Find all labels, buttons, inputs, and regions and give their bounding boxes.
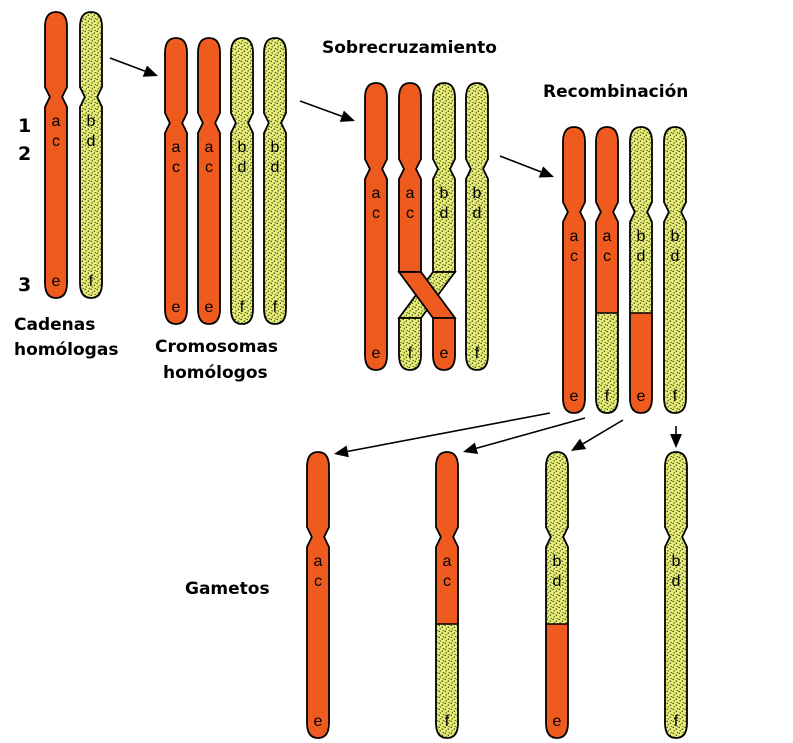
arrow-to-gamete-ba bbox=[571, 420, 623, 451]
gene-label-e: e bbox=[205, 299, 214, 316]
gene-label-a: a bbox=[52, 113, 61, 130]
crossing-over-chromatids bbox=[399, 83, 455, 370]
gene-label-d: d bbox=[473, 205, 482, 222]
gene-label-f: f bbox=[445, 713, 450, 730]
gene-label-c: c bbox=[314, 573, 322, 590]
gene-label-c: c bbox=[205, 159, 213, 176]
gene-label-c: c bbox=[603, 248, 611, 265]
gene-label-a: a bbox=[205, 139, 214, 156]
gene-label-b: b bbox=[440, 185, 449, 202]
gene-label-f: f bbox=[240, 299, 245, 316]
chromatid-b2 bbox=[264, 38, 286, 324]
arrow-to-recombinacion bbox=[500, 156, 554, 178]
gene-label-c: c bbox=[406, 205, 414, 222]
chromosome-b bbox=[80, 12, 102, 298]
gamete-ab bbox=[434, 450, 460, 740]
chromatid-b2 bbox=[466, 83, 488, 370]
gene-label-e: e bbox=[553, 713, 562, 730]
gene-label-f: f bbox=[673, 388, 678, 405]
gene-label-f: f bbox=[89, 273, 94, 290]
gene-label-c: c bbox=[172, 159, 180, 176]
gene-label-c: c bbox=[52, 133, 60, 150]
gene-label-b: b bbox=[87, 113, 96, 130]
label-sobrecruzamiento: Sobrecruzamiento bbox=[322, 38, 497, 58]
arrow-to-cromosomas bbox=[110, 58, 158, 77]
label-cadenas-2: homólogas bbox=[14, 340, 118, 360]
gene-label-c: c bbox=[372, 205, 380, 222]
gene-label-f: f bbox=[408, 345, 413, 362]
arrow-to-gamete-a bbox=[334, 413, 550, 457]
chromatid-ba bbox=[628, 125, 654, 415]
label-cromosomas-1: Cromosomas bbox=[155, 337, 278, 357]
gene-label-e: e bbox=[637, 388, 646, 405]
label-recombinacion: Recombinación bbox=[543, 82, 688, 102]
locus-label-1: 1 bbox=[18, 115, 31, 137]
gene-label-a: a bbox=[406, 185, 415, 202]
gene-label-d: d bbox=[238, 159, 247, 176]
gene-label-e: e bbox=[372, 345, 381, 362]
arrow-to-gamete-b bbox=[670, 426, 682, 448]
label-gametos: Gametos bbox=[185, 579, 270, 599]
gene-label-a: a bbox=[314, 553, 323, 570]
gene-label-e: e bbox=[570, 388, 579, 405]
gamete-b bbox=[665, 452, 687, 738]
arrow-to-gamete-ab bbox=[463, 418, 585, 454]
gene-label-a: a bbox=[372, 185, 381, 202]
label-cadenas-1: Cadenas bbox=[14, 315, 95, 335]
gene-label-b: b bbox=[672, 553, 681, 570]
gene-label-b: b bbox=[553, 553, 562, 570]
label-cromosomas-2: homólogos bbox=[163, 363, 268, 383]
chromatid-a2 bbox=[198, 38, 220, 324]
chromosome-layer: acebdfaceacebdfbdfacebdfaceacfbdebdfacea… bbox=[45, 12, 687, 740]
gene-label-a: a bbox=[603, 228, 612, 245]
chromatid-a1 bbox=[165, 38, 187, 324]
gene-label-b: b bbox=[473, 185, 482, 202]
gene-label-f: f bbox=[674, 713, 679, 730]
locus-label-2: 2 bbox=[18, 143, 31, 165]
chromatid-ab bbox=[594, 125, 620, 415]
arrow-to-sobrecruzamiento bbox=[300, 101, 355, 122]
gene-label-d: d bbox=[637, 248, 646, 265]
gene-label-b: b bbox=[271, 139, 280, 156]
chromosome-a bbox=[45, 12, 67, 298]
gene-label-e: e bbox=[172, 299, 181, 316]
gene-label-f: f bbox=[273, 299, 278, 316]
gene-label-d: d bbox=[671, 248, 680, 265]
gene-label-a: a bbox=[172, 139, 181, 156]
gene-label-d: d bbox=[440, 205, 449, 222]
gene-label-d: d bbox=[87, 133, 96, 150]
gene-label-d: d bbox=[672, 573, 681, 590]
gene-label-f: f bbox=[475, 345, 480, 362]
chromatid-b1 bbox=[231, 38, 253, 324]
gene-label-a: a bbox=[570, 228, 579, 245]
gene-label-a: a bbox=[443, 553, 452, 570]
gene-label-e: e bbox=[440, 345, 449, 362]
gene-label-d: d bbox=[553, 573, 562, 590]
gene-label-d: d bbox=[271, 159, 280, 176]
gene-label-f: f bbox=[605, 388, 610, 405]
gene-label-b: b bbox=[637, 228, 646, 245]
gamete-ba bbox=[544, 450, 570, 740]
gene-label-c: c bbox=[570, 248, 578, 265]
chromatid-a1 bbox=[365, 83, 387, 370]
locus-label-3: 3 bbox=[18, 274, 31, 296]
chromatid-a bbox=[563, 127, 585, 413]
gene-label-b: b bbox=[238, 139, 247, 156]
gene-label-e: e bbox=[52, 273, 61, 290]
gene-label-c: c bbox=[443, 573, 451, 590]
gene-label-e: e bbox=[314, 713, 323, 730]
chromatid-b bbox=[664, 127, 686, 413]
gamete-a bbox=[307, 452, 329, 738]
gene-label-b: b bbox=[671, 228, 680, 245]
